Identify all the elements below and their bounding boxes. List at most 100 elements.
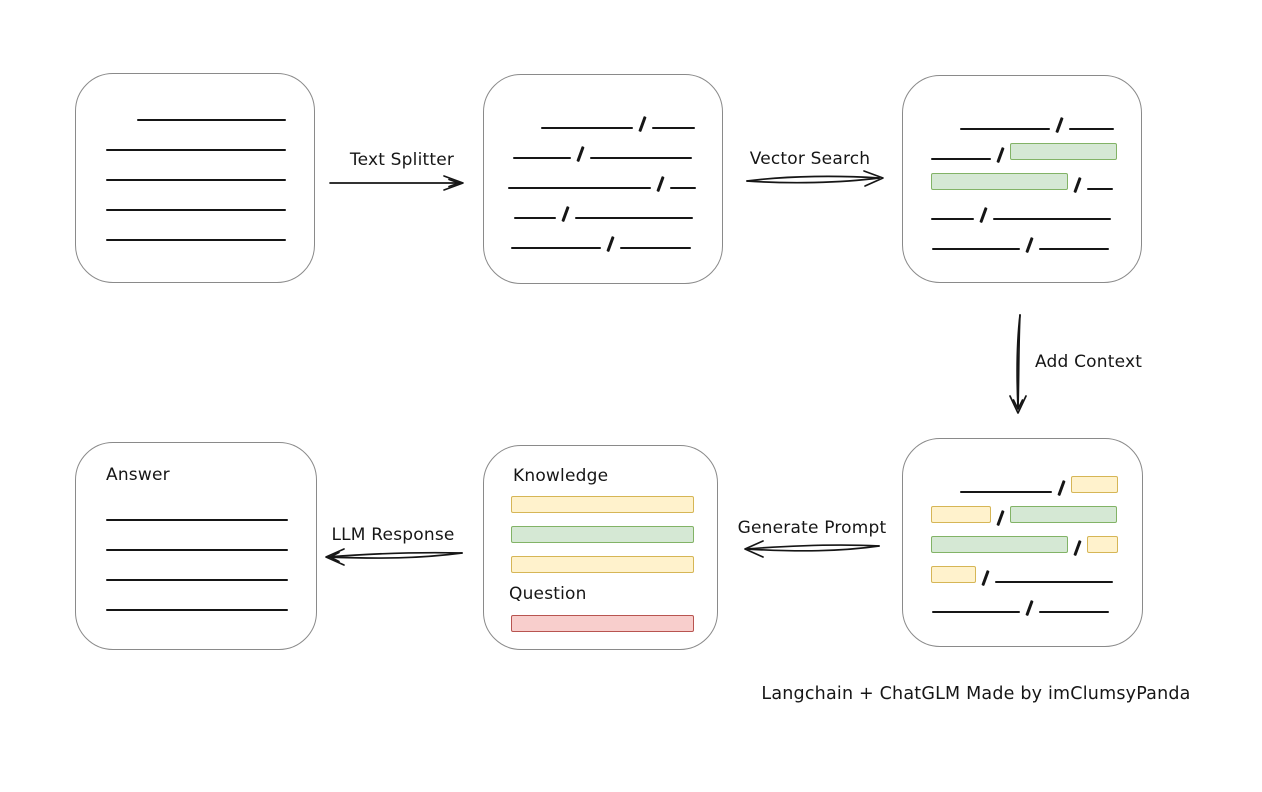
chunk-row (76, 211, 286, 241)
text-line (1038, 611, 1109, 613)
gap (927, 491, 960, 493)
gap (76, 119, 137, 121)
chunk-row (927, 583, 1118, 616)
text-line (931, 218, 974, 220)
chunk-row (106, 491, 288, 521)
vector-matches-rows (927, 100, 1117, 253)
chunk-row (76, 181, 286, 211)
text-line (669, 187, 696, 189)
answer-label: Answer (106, 465, 170, 485)
context-chunks-box (902, 438, 1143, 647)
question-label: Question (509, 584, 587, 604)
slash-separator (1025, 600, 1034, 616)
text-line (106, 179, 286, 181)
text-line (1086, 188, 1113, 190)
split-chunks-box (483, 74, 723, 284)
gap (76, 209, 106, 211)
chunk-row (106, 551, 288, 581)
highlight-bar-yellow (931, 566, 976, 583)
text-line (106, 609, 288, 611)
text-line (511, 247, 601, 249)
highlight-bar-green (511, 526, 694, 543)
highlight-bar-green (931, 173, 1068, 190)
text-line (106, 149, 286, 151)
text-line (619, 247, 691, 249)
chunk-row (508, 99, 696, 132)
text-line (1038, 248, 1109, 250)
text-line (960, 128, 1050, 130)
highlight-bar-red (511, 615, 694, 632)
answer-box: Answer (75, 442, 317, 650)
split-chunks-rows (508, 99, 696, 252)
text-splitter-arrow (329, 175, 464, 191)
chunk-row (927, 100, 1117, 133)
text-line (932, 611, 1020, 613)
vector-search-label: Vector Search (749, 149, 871, 169)
text-line (932, 248, 1020, 250)
answer-rows (106, 491, 288, 611)
highlight-bar-green (931, 536, 1068, 553)
llm-response-label: LLM Response (331, 525, 455, 545)
chunk-row (508, 159, 696, 192)
highlight-bar-yellow (931, 506, 991, 523)
chunk-row (76, 151, 286, 181)
text-line (106, 239, 286, 241)
text-line (514, 217, 556, 219)
vector-matches-box (902, 75, 1142, 283)
text-line (508, 187, 651, 189)
llm-response-arrow (325, 548, 463, 566)
knowledge-label: Knowledge (513, 466, 609, 486)
source-document-box (75, 73, 315, 283)
text-line (992, 218, 1111, 220)
highlight-bar-green (1009, 143, 1117, 160)
chunk-row (76, 121, 286, 151)
add-context-label: Add Context (1035, 352, 1143, 372)
gap (76, 149, 106, 151)
text-line (541, 127, 633, 129)
text-line (106, 549, 288, 551)
chunk-row (106, 581, 288, 611)
context-chunks-rows (927, 463, 1118, 616)
gap (76, 239, 106, 241)
source-document-rows (76, 91, 286, 241)
text-line (931, 158, 991, 160)
slash-separator (606, 236, 615, 252)
text-line (960, 491, 1052, 493)
highlight-bar-green (1009, 506, 1117, 523)
chunk-row (927, 463, 1118, 496)
text-line (137, 119, 286, 121)
text-line (106, 519, 288, 521)
highlight-bar-yellow (511, 556, 694, 573)
text-line (574, 217, 693, 219)
text-line (106, 209, 286, 211)
slash-separator (1025, 237, 1034, 253)
gap (508, 127, 541, 129)
credit-text: Langchain + ChatGLM Made by imClumsyPand… (761, 684, 1191, 704)
vector-search-arrow (746, 170, 884, 187)
highlight-bar-yellow (511, 496, 694, 513)
chunk-row (927, 220, 1117, 253)
chunk-row (76, 91, 286, 121)
generate-prompt-label: Generate Prompt (737, 518, 887, 538)
text-line (589, 157, 692, 159)
chunk-row (508, 189, 696, 222)
generate-prompt-arrow (744, 540, 880, 558)
text-line (651, 127, 695, 129)
add-context-arrow (1009, 314, 1027, 414)
text-splitter-label: Text Splitter (349, 150, 455, 170)
chunk-row (927, 160, 1117, 193)
text-line (994, 581, 1113, 583)
chunk-row (927, 493, 1118, 526)
text-line (513, 157, 571, 159)
gap (76, 179, 106, 181)
chunk-row (927, 523, 1118, 556)
gap (927, 128, 960, 130)
highlight-bar-yellow (1086, 536, 1118, 553)
highlight-bar-yellow (1070, 476, 1118, 493)
chunk-row (106, 521, 288, 551)
chunk-row (927, 130, 1117, 163)
chunk-row (927, 553, 1118, 586)
chunk-row (508, 219, 696, 252)
